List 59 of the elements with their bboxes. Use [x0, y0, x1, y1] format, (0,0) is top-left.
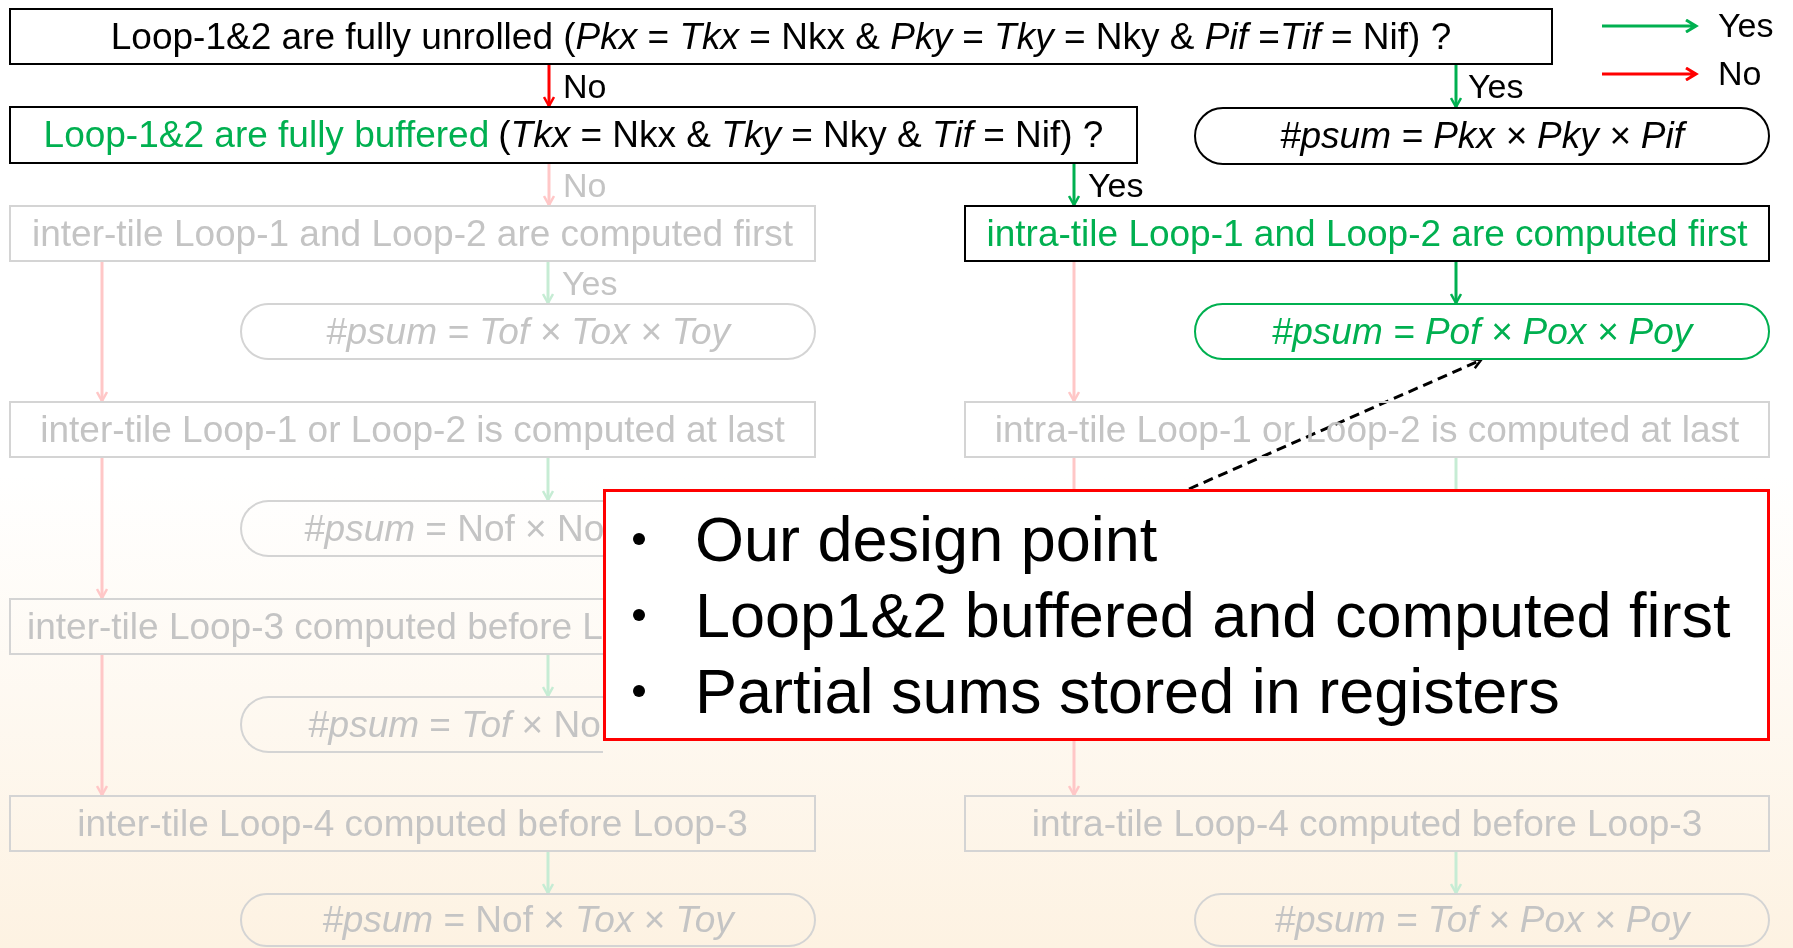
arrow	[541, 262, 555, 305]
result-pill	[1194, 893, 1770, 947]
process-box	[9, 401, 816, 458]
arrow	[95, 655, 109, 797]
arrow	[541, 458, 555, 502]
node-text: #psum = Nof × Tox × Toy	[322, 899, 734, 941]
legend-label: No	[1718, 54, 1762, 93]
decision-box	[9, 106, 1138, 164]
node-text: #psum = Pkx × Pky × Pif	[1279, 115, 1685, 157]
arrow	[541, 655, 555, 698]
node-text: inter-tile Loop-3 computed before L	[27, 605, 603, 648]
node-text: inter-tile Loop-1 and Loop-2 are computed first	[32, 212, 793, 255]
bullet-text: Partial sums stored in registers	[695, 655, 1560, 728]
edge-label: Yes	[1088, 167, 1144, 202]
process-box	[964, 401, 1770, 458]
edge-label: Yes	[1468, 69, 1524, 103]
edge-label: No	[563, 167, 607, 202]
leader-arrow	[1188, 357, 1483, 491]
node-text: inter-tile Loop-4 computed before Loop-3	[77, 802, 748, 845]
node-text: #psum = Nof × No	[304, 507, 605, 550]
node-text: Loop-1&2 are fully buffered	[43, 114, 490, 156]
result-pill	[1194, 303, 1770, 360]
process-box	[9, 205, 816, 262]
bullet-text: Our design point	[695, 503, 1158, 576]
node-text: #psum = Pof × Pox × Poy	[1271, 310, 1693, 353]
arrow	[1449, 65, 1463, 109]
decision-box	[9, 8, 1553, 65]
node-text: Loop-1&2 are fully unrolled (Pkx = Tkx = Nkx & Pky = Tky = Nky & Pif =Tif = Nif) ?	[110, 15, 1452, 58]
arrow	[541, 852, 555, 895]
result-pill	[240, 303, 816, 360]
arrow	[95, 458, 109, 600]
node-text: #psum = Tof × Pox × Poy	[1274, 899, 1690, 941]
bullet-text: Loop1&2 buffered and computed first	[695, 579, 1731, 652]
arrow	[542, 164, 556, 207]
edge-label: Yes	[562, 265, 618, 300]
edge-label: No	[563, 68, 607, 103]
callout-box	[603, 489, 1770, 741]
arrow	[95, 262, 109, 403]
arrow	[542, 65, 556, 108]
node-text: #psum = Tof × No	[308, 703, 601, 746]
result-pill	[240, 696, 603, 753]
result-pill	[240, 500, 603, 557]
arrow	[1067, 262, 1081, 403]
arrow	[1449, 852, 1463, 895]
result-pill	[240, 893, 816, 947]
process-box	[9, 598, 603, 655]
arrow	[1449, 262, 1463, 305]
node-text: #psum = Tof × Tox × Toy	[325, 310, 731, 353]
node-text: (Tkx = Nkx & Tky = Nky & Tif = Nif) ?	[498, 114, 1104, 156]
node-text: inter-tile Loop-1 or Loop-2 is computed at last	[40, 408, 785, 451]
result-pill	[1194, 107, 1770, 165]
legend-label: Yes	[1718, 6, 1774, 45]
node-text: intra-tile Loop-1 and Loop-2 are computed first	[986, 212, 1748, 255]
process-box	[964, 795, 1770, 852]
node-text: intra-tile Loop-4 computed before Loop-3	[1031, 802, 1703, 845]
arrow	[1067, 741, 1081, 797]
arrow	[1067, 164, 1081, 207]
process-box	[9, 795, 816, 852]
process-box	[964, 205, 1770, 262]
